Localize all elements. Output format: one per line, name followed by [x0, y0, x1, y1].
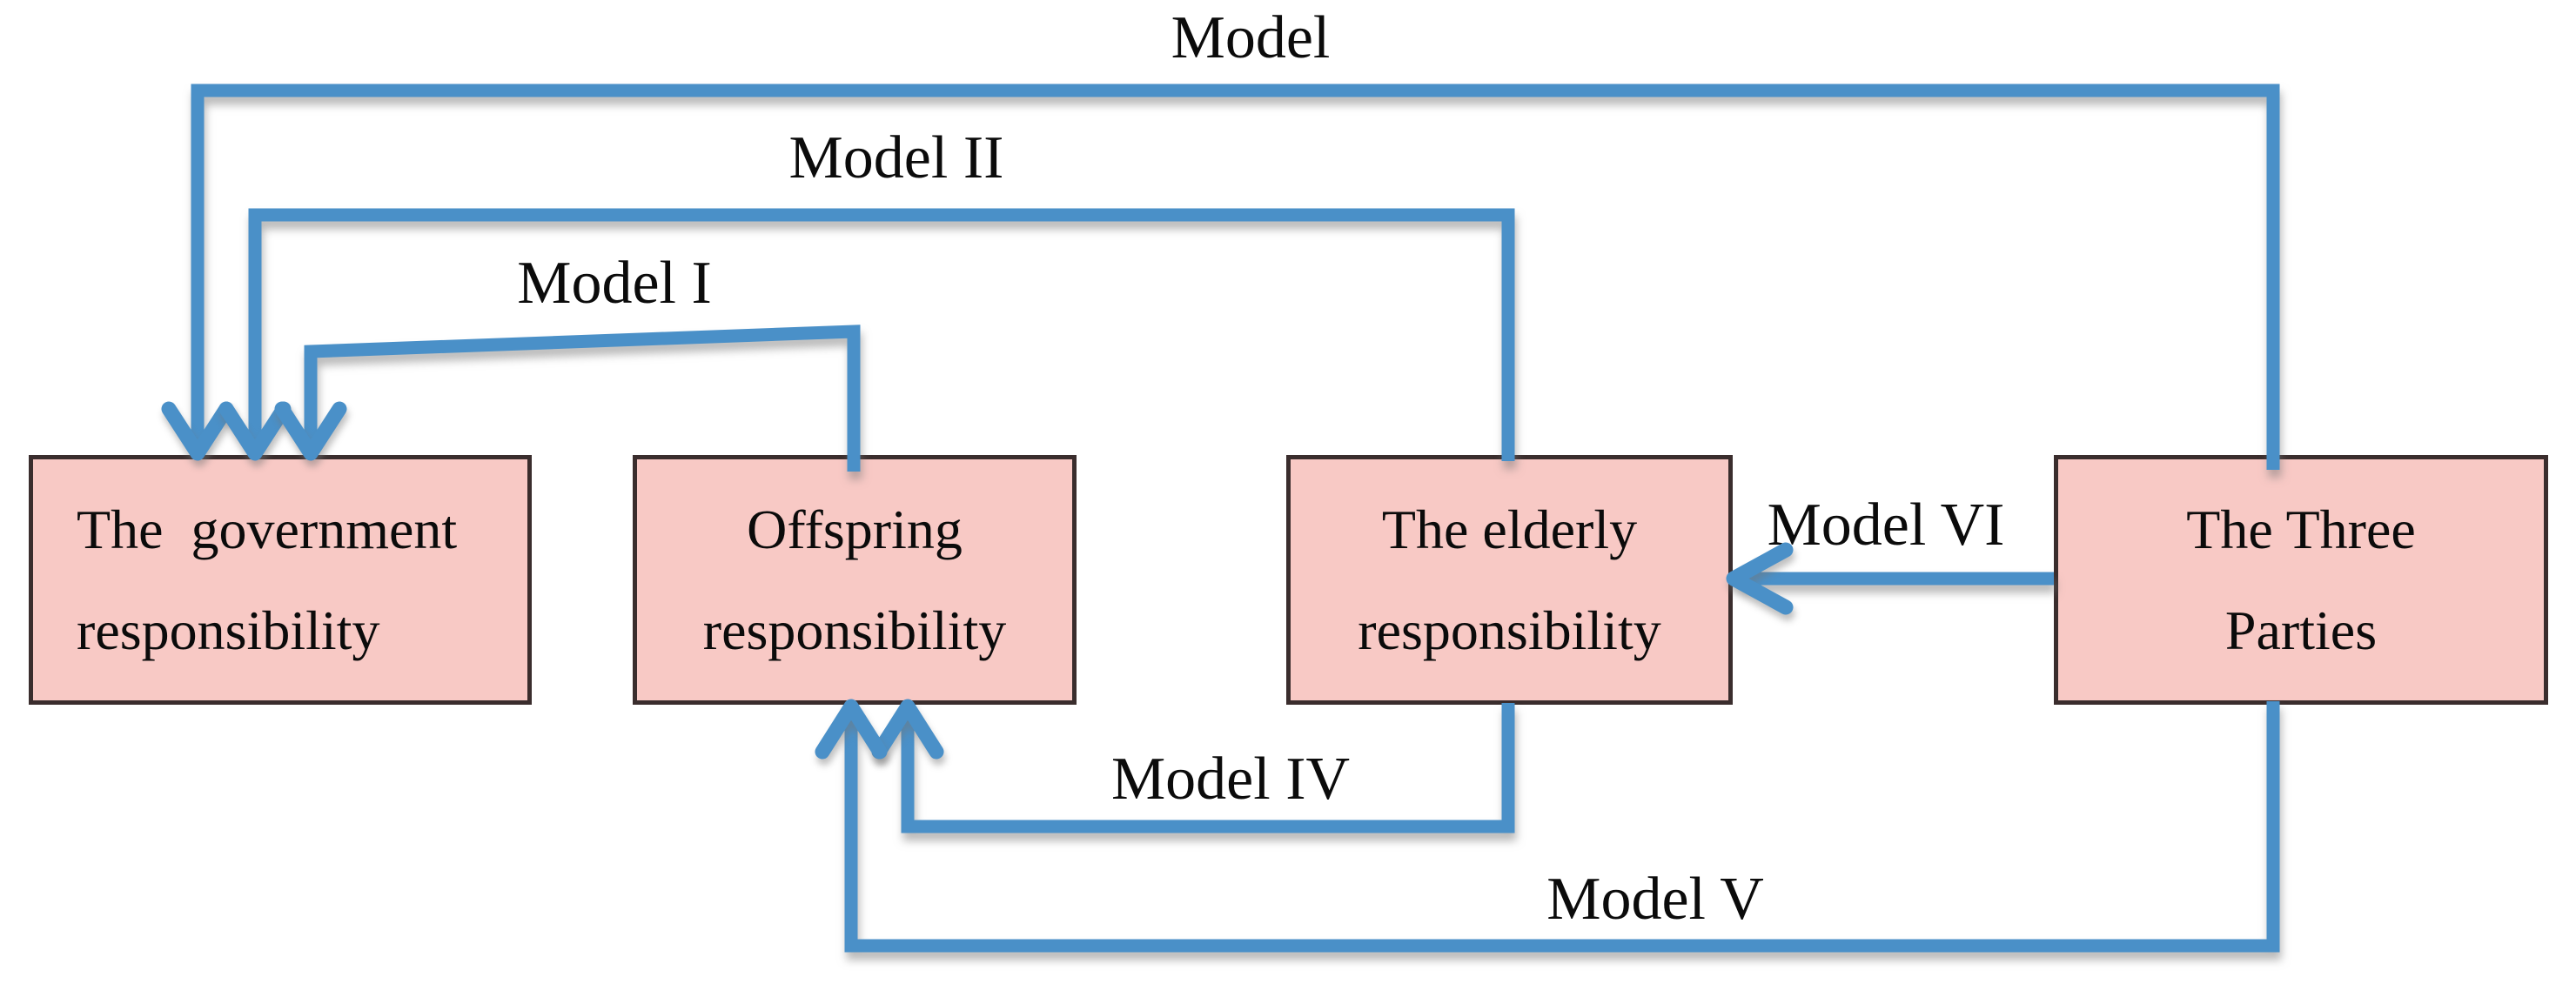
government-box-line2: responsibility	[77, 599, 380, 661]
model-v-connector-label: Model V	[1546, 866, 1764, 933]
model-iv-connector-label: Model IV	[1110, 746, 1351, 813]
model-connector-label: Model	[1171, 4, 1331, 71]
model-i-arrowhead-down-icon	[274, 401, 347, 461]
elderly-responsibility-box: The elderly responsibility	[1286, 455, 1733, 705]
model-i-connector	[304, 325, 861, 472]
model-iv-arrowhead-up-icon	[871, 699, 944, 760]
model-ii-connector-label: Model II	[788, 124, 1004, 191]
elderly-box-line2: responsibility	[1358, 599, 1661, 661]
model-ii-connector	[248, 208, 1515, 461]
offspring-box-line2: responsibility	[702, 599, 1007, 661]
model-v-arrowhead-up-icon	[815, 699, 888, 760]
model-i-connector-label: Model I	[517, 250, 712, 317]
government-box-line1: The government	[77, 498, 458, 560]
model-ii-arrowhead-down-icon	[218, 401, 292, 461]
three-parties-box-line2: Parties	[2224, 599, 2378, 661]
government-responsibility-box: The government responsibility	[29, 455, 532, 705]
three-parties-box: The Three Parties	[2054, 455, 2548, 705]
elderly-box-line1: The elderly	[1381, 498, 1638, 560]
model-connector	[191, 84, 2280, 470]
model-arrowhead-down-icon	[161, 401, 234, 461]
offspring-responsibility-box: Offspring responsibility	[633, 455, 1077, 705]
three-parties-box-line1: The Three	[2186, 498, 2416, 560]
offspring-box-line1: Offspring	[747, 498, 963, 560]
model-vi-connector-label: Model VI	[1767, 492, 2005, 559]
